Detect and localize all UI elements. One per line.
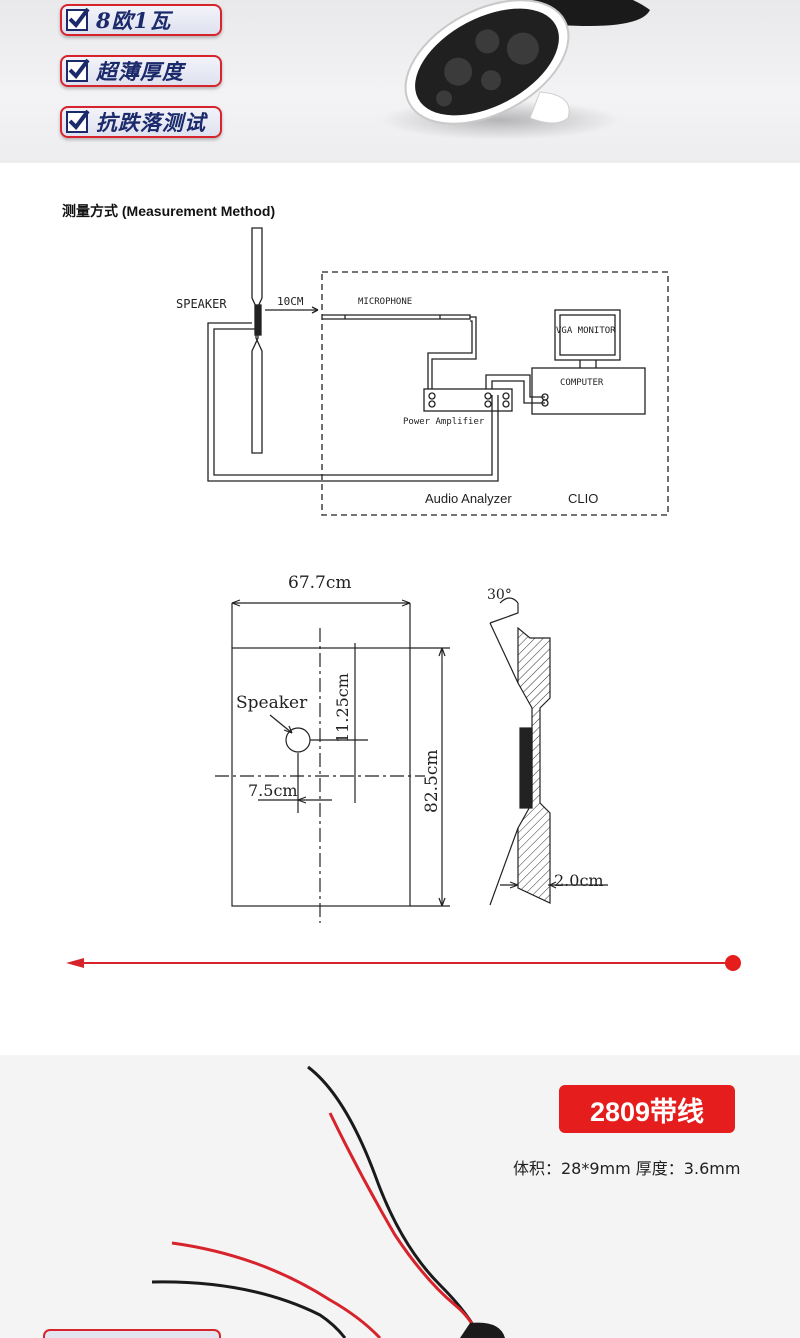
- computer-label: COMPUTER: [560, 378, 604, 388]
- feature-badge-thin: 超薄厚度: [60, 55, 222, 87]
- baffle-height-label: 82.5cm: [422, 750, 442, 814]
- product-specs: 体积：28*9mm 厚度：3.6mm: [513, 1159, 741, 1178]
- speaker-label: SPEAKER: [176, 297, 227, 311]
- feature-banner: 8欧1瓦 超薄厚度 抗跌落测试: [0, 0, 800, 163]
- distance-label: 10CM: [277, 295, 304, 308]
- divider-arrow: [66, 955, 741, 971]
- microphone-label: MICROPHONE: [358, 297, 412, 307]
- baffle-width-label: 67.7cm: [288, 573, 352, 593]
- checkbox-icon: [66, 58, 90, 82]
- clio-label: CLIO: [568, 491, 598, 506]
- checkbox-icon: [66, 109, 90, 133]
- measurement-diagram: 测量方式 (Measurement Method): [0, 163, 800, 963]
- thickness-label: 2.0cm: [554, 871, 604, 890]
- analyzer-label: Audio Analyzer: [425, 491, 512, 506]
- checkbox-icon: [66, 7, 90, 31]
- model-badge: 2809带线: [559, 1085, 735, 1133]
- amplifier-label: Power Amplifier: [403, 417, 485, 427]
- measurement-setup-schematic: SPEAKER 10CM MICROPHONE VGA MONITOR COMP…: [80, 227, 732, 963]
- product-section: 2809带线 体积：28*9mm 厚度：3.6mm: [0, 1055, 800, 1338]
- angle-label: 30°: [487, 587, 512, 603]
- feature-badge-drop-test: 抗跌落测试: [60, 106, 222, 138]
- baffle-speaker-label: Speaker: [236, 693, 308, 713]
- top-offset-label: 11.25cm: [333, 673, 352, 743]
- diagram-title: 测量方式 (Measurement Method): [62, 203, 276, 219]
- feature-label: 超薄厚度: [96, 59, 184, 84]
- monitor-label: VGA MONITOR: [556, 326, 616, 336]
- speaker-product-image: [380, 0, 650, 140]
- speaker-wire-image: [43, 1065, 505, 1338]
- feature-label: 抗跌落测试: [96, 110, 206, 135]
- feature-label: 8欧1瓦: [96, 8, 172, 33]
- feature-badge-impedance: 8欧1瓦: [60, 4, 222, 36]
- side-offset-label: 7.5cm: [248, 781, 298, 800]
